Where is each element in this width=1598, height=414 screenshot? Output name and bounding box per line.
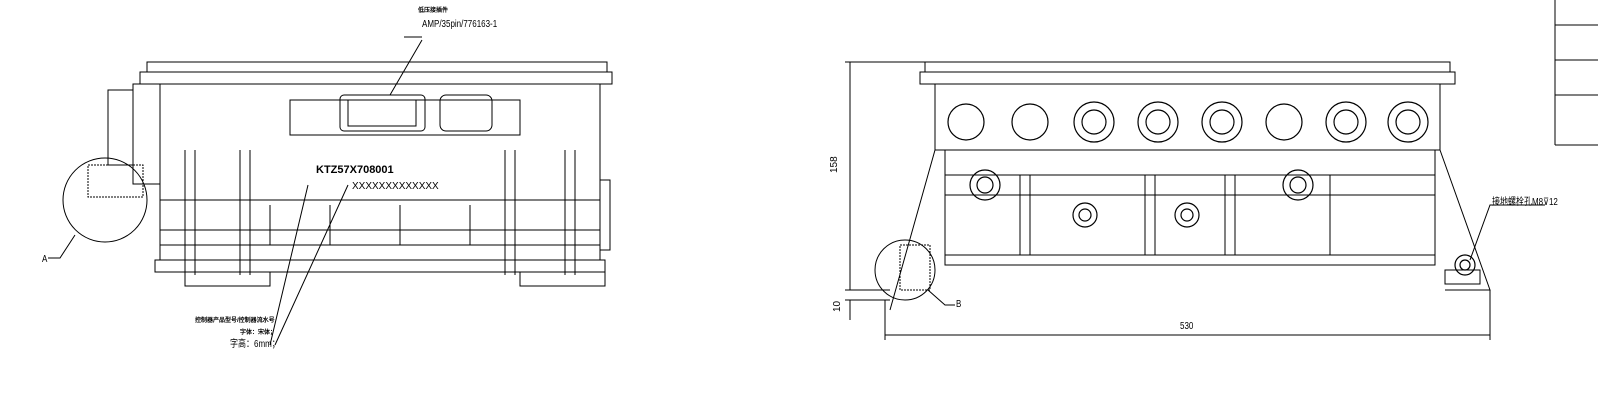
dimension-width: 530 (1180, 321, 1194, 332)
detail-b-label: B (956, 299, 962, 310)
connector-title: 低压接插件 (418, 8, 449, 14)
detail-b-circle (874, 239, 936, 301)
label-height-note: 字高：6mm； (230, 339, 280, 350)
connector-spec: AMP/35pin/776163-1 (422, 19, 498, 30)
model-number-label: KTZ57X708001 (316, 164, 394, 176)
serial-number-label: XXXXXXXXXXXXX (352, 181, 439, 192)
detail-a-circle (62, 157, 148, 243)
ground-hole-note: 接地螺栓孔M8⊽12 (1492, 197, 1558, 208)
detail-a-label: A (42, 254, 48, 265)
front-view (845, 0, 1598, 340)
dimension-height: 158 (829, 156, 840, 173)
label-font-note: 字体：宋体； (240, 330, 277, 336)
left-side-view (48, 36, 613, 346)
label-note-title: 控制器产品型号/控制器流水号 (195, 318, 275, 324)
dimension-base: 10 (832, 300, 843, 312)
connector-35pin (339, 94, 426, 132)
